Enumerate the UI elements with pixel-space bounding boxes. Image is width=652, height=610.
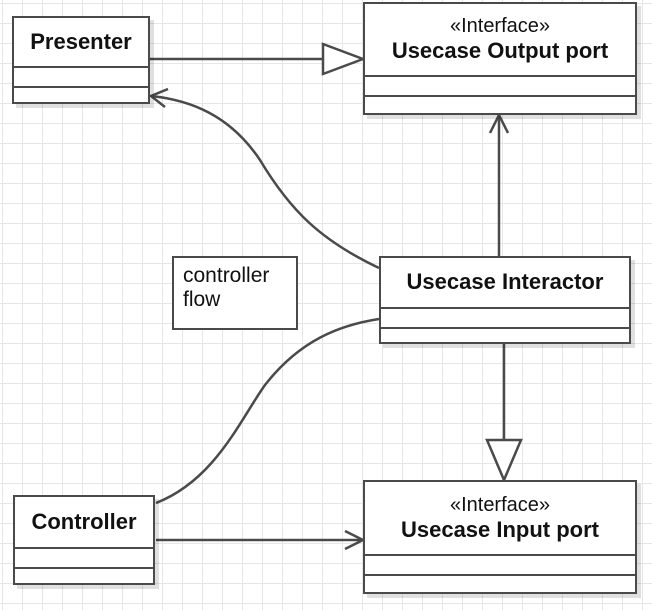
operations-compartment	[15, 567, 153, 583]
realization-arrowhead-input-port	[485, 438, 523, 484]
class-name: Usecase Interactor	[406, 269, 604, 295]
output-port-open-arrowhead	[488, 112, 510, 134]
presenter-open-arrowhead	[148, 87, 169, 108]
usecase-output-port-class[interactable]: «Interface» Usecase Output port	[363, 2, 637, 115]
operations-compartment	[14, 86, 148, 102]
interface-stereotype: «Interface»	[449, 493, 551, 516]
interactor-to-presenter-edge	[150, 94, 380, 270]
attributes-compartment	[14, 66, 148, 86]
class-name: Controller	[31, 508, 137, 534]
interface-stereotype: «Interface»	[449, 15, 551, 38]
attributes-compartment	[365, 75, 635, 95]
input-port-class-header: «Interface» Usecase Input port	[365, 482, 635, 554]
operations-compartment	[381, 327, 629, 342]
attributes-compartment	[365, 554, 635, 574]
attributes-compartment	[381, 307, 629, 327]
attributes-compartment	[15, 547, 153, 567]
usecase-interactor-class[interactable]: Usecase Interactor	[379, 256, 631, 344]
controller-flow-edge	[155, 317, 380, 505]
output-port-class-header: «Interface» Usecase Output port	[365, 4, 635, 75]
note-text-line-2: flow	[183, 288, 221, 312]
controller-flow-note[interactable]: controller flow	[172, 256, 298, 330]
operations-compartment	[365, 95, 635, 113]
operations-compartment	[365, 574, 635, 592]
controller-class-header: Controller	[15, 497, 153, 547]
interactor-class-header: Usecase Interactor	[381, 258, 629, 307]
presenter-class-header: Presenter	[14, 18, 148, 66]
controller-class[interactable]: Controller	[13, 495, 155, 585]
class-name: Usecase Output port	[391, 38, 609, 64]
usecase-input-port-class[interactable]: «Interface» Usecase Input port	[363, 480, 637, 594]
note-text-line-1: controller	[183, 264, 270, 287]
class-name: Usecase Input port	[400, 516, 600, 542]
presenter-class[interactable]: Presenter	[12, 16, 150, 104]
class-name: Presenter	[30, 28, 132, 54]
realization-arrowhead-output-port	[321, 42, 367, 76]
